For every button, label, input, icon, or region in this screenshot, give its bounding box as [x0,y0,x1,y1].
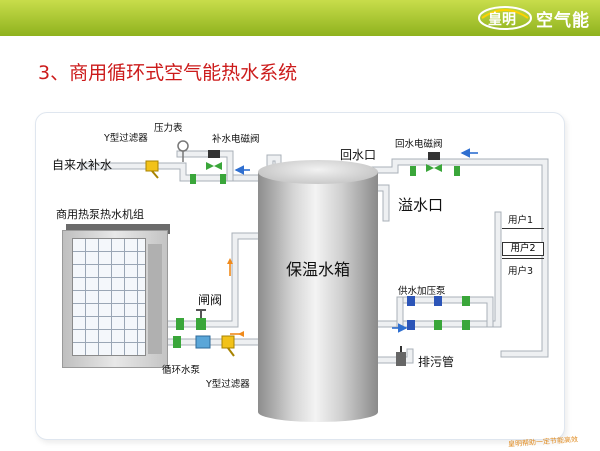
y-filter-bottom-icon [221,335,235,357]
heat-pump-top [66,224,170,234]
supply-pump-icon [407,296,470,330]
heat-pump-unit [62,224,170,370]
label-return-solenoid: 回水电磁阀 [395,139,443,150]
brand-name: 空气能 [536,10,590,31]
heat-pump-grill [72,238,146,356]
user-2-box: 用户2 [502,242,544,256]
heat-pump-outlet-valve-icon [176,318,184,330]
label-circulation-pump: 循环水泵 [162,365,201,376]
user-3-label: 用户3 [508,266,534,277]
label-gate-valve: 闸阀 [198,293,223,307]
gate-valve-icon [196,309,206,330]
user-2-label: 用户2 [510,243,536,254]
return-solenoid-valve-icon [410,152,460,176]
label-makeup-solenoid: 补水电磁阀 [212,134,260,145]
label-pressure-gauge: 压力表 [154,123,183,134]
label-supply-pump: 供水加压泵 [398,286,446,297]
pipe-overflow [374,184,390,222]
label-y-filter-bottom: Y型过滤器 [206,379,250,390]
pipe-hot-water-line [158,232,266,328]
brand-logo-text: 皇明 [488,12,516,28]
circulation-valve-icon [173,336,181,348]
pipe-supply-line [374,211,502,328]
slide-title: 3、商用循环式空气能热水系统 [38,62,298,84]
label-return-port: 回水口 [340,148,377,162]
makeup-solenoid-valve-icon [190,150,226,184]
pipe-makeup-line [80,150,282,182]
label-overflow: 溢水口 [398,196,444,214]
tank-lid [258,160,378,184]
pipe-return-line [358,158,549,358]
drain-valve-icon [396,346,406,366]
pressure-gauge-icon [177,140,189,162]
pipe-drain [372,348,414,364]
label-city-water: 自来水补水 [52,158,113,172]
tank-label: 保温水箱 [285,260,350,279]
label-y-filter-top: Y型过滤器 [104,133,148,144]
brand-logo-mark: 皇明 [478,6,532,30]
label-heat-pump: 商用热泵热水机组 [56,208,144,221]
flow-arrow-hot-up-head [227,258,233,264]
insulated-water-tank: 保温水箱 [258,160,378,422]
tank-body [258,172,378,422]
user-1-label: 用户1 [508,215,534,226]
circulation-pump-icon [195,335,211,349]
flow-arrow-circulation-head [238,331,244,337]
user-3-line [502,258,544,259]
top-banner: 皇明 空气能 [0,0,600,36]
user-1-line [502,228,544,229]
brand-logo: 皇明 空气能 [478,4,590,32]
heat-pump-side-panel [148,244,162,354]
y-filter-top-icon [145,160,159,179]
label-drain: 排污管 [418,355,455,369]
